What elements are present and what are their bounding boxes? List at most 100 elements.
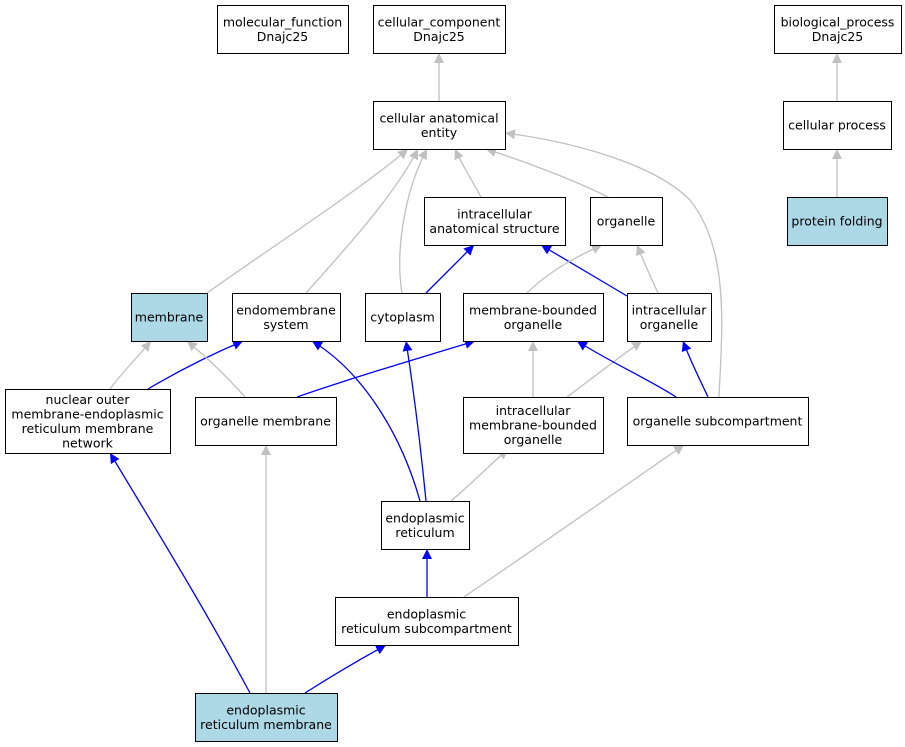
node-organelle[interactable]: organelle [590,197,663,246]
node-box [774,5,902,54]
node-box [627,397,809,446]
edge-nuclear-outer-membrane-er-network-to-membrane [109,340,152,390]
edge-organelle-membrane-to-membrane-bounded-organelle [296,339,476,398]
nodes-layer: molecular_functionDnajc25cellular_compon… [5,5,902,742]
edge-intracellular-membrane-bounded-organelle-to-intracellular-organelle [566,340,643,398]
node-label-line: biological_process [781,14,895,29]
node-label-line: molecular_function [223,14,342,29]
edge-membrane-bounded-organelle-to-organelle [526,244,603,294]
node-label-line: intracellular [457,206,533,221]
node-label-line: cytoplasm [370,310,435,325]
edge-cytoplasm-to-cellular-anatomical-entity [399,148,428,294]
node-membrane[interactable]: membrane [131,293,208,342]
node-label-line: membrane [135,310,204,325]
node-organelle-subcompartment[interactable]: organelle subcompartment [627,397,809,446]
node-label-line: organelle [504,432,563,447]
node-label-line: organelle subcompartment [633,414,803,429]
node-cellular-process[interactable]: cellular process [783,101,892,150]
node-label-line: membrane-bounded [469,302,597,317]
node-box [195,693,338,742]
node-label-line: Dnajc25 [413,29,464,44]
edge-organelle-subcompartment-to-intracellular-organelle [681,340,709,398]
node-label-line: endoplasmic [385,510,464,525]
edge-er-subcompartment-to-organelle-subcompartment [463,444,685,598]
node-box [232,293,341,342]
node-box [373,101,506,150]
node-nuclear-outer-membrane-er-network[interactable]: nuclear outermembrane-endoplasmicreticul… [5,389,171,454]
node-label-line: intracellular [632,302,708,317]
node-label-line: entity [421,125,458,140]
node-label-line: reticulum [395,525,454,540]
node-box [627,293,712,342]
edge-endoplasmic-reticulum-to-endomembrane-system [311,340,421,502]
node-label-line: organelle [640,317,699,332]
edge-cytoplasm-to-intracellular-anatomical-structure [425,244,475,294]
node-box [463,293,604,342]
edge-endomembrane-system-to-cellular-anatomical-entity [305,148,419,294]
node-label-line: organelle [504,317,563,332]
node-box [381,501,470,550]
node-box [131,293,208,342]
node-protein-folding[interactable]: protein folding [787,197,888,246]
node-label-line: Dnajc25 [257,29,308,44]
node-label-line: system [263,317,308,332]
node-box [424,197,566,246]
node-box [783,101,892,150]
node-label-line: membrane-endoplasmic [11,406,163,421]
node-label-line: cellular_component [378,14,501,29]
node-box [787,197,888,246]
edges-layer [109,53,842,694]
node-label-line: organelle [597,214,656,229]
node-label-line: nuclear outer [46,392,131,407]
node-box [590,197,663,246]
node-label-line: reticulum membrane [200,717,332,732]
node-label-line: endomembrane [236,302,336,317]
edge-organelle-subcompartment-to-cellular-anatomical-entity [504,129,723,398]
edge-endoplasmic-reticulum-to-intracellular-membrane-bounded-organelle [450,448,509,502]
edge-intracellular-organelle-to-intracellular-anatomical-structure [540,244,628,297]
edge-er-membrane-to-nuclear-outer-membrane-er-network [109,452,251,694]
edge-intracellular-organelle-to-organelle [636,244,659,294]
edge-organelle-membrane-to-membrane [186,340,246,398]
node-label-line: network [62,435,114,450]
node-label-line: endoplasmic [387,606,466,621]
node-box [463,397,604,454]
edge-nuclear-outer-membrane-er-network-to-endomembrane-system [147,340,244,390]
edge-er-membrane-to-er-subcompartment [304,644,387,694]
node-label-line: membrane-bounded [469,418,597,433]
edge-organelle-to-cellular-anatomical-entity [485,147,609,198]
node-box [365,293,441,342]
node-label-line: cellular anatomical [379,110,498,125]
node-label-line: reticulum subcompartment [341,621,512,636]
node-box [195,397,337,446]
node-organelle-membrane[interactable]: organelle membrane [195,397,337,446]
node-label-line: reticulum membrane [22,421,154,436]
node-label-line: intracellular [496,403,572,418]
node-cytoplasm[interactable]: cytoplasm [365,293,441,342]
node-label-line: organelle membrane [200,414,331,429]
node-box [217,5,349,54]
node-box [373,5,506,54]
node-label-line: Dnajc25 [812,29,863,44]
edge-intracellular-anatomical-structure-to-cellular-anatomical-entity [454,148,482,198]
node-label-line: protein folding [791,214,882,229]
node-box [335,597,519,646]
edge-membrane-to-cellular-anatomical-entity [206,148,409,294]
node-label-line: endoplasmic [226,702,305,717]
edge-endoplasmic-reticulum-to-cytoplasm [402,340,427,502]
edge-organelle-subcompartment-to-membrane-bounded-organelle [576,340,677,398]
node-label-line: cellular process [788,118,886,133]
